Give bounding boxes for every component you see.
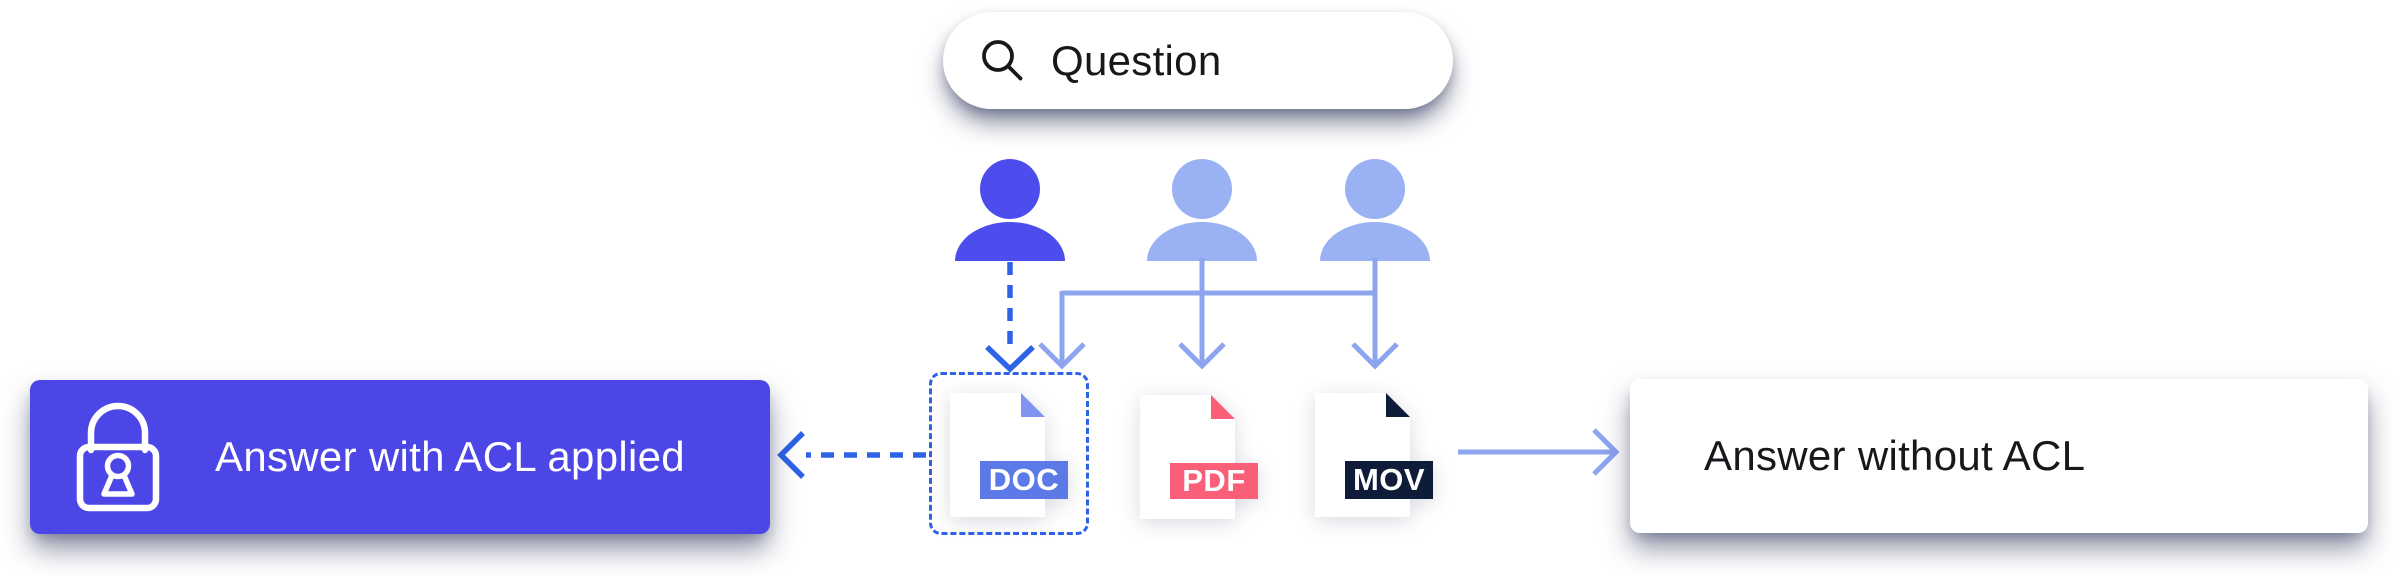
file-doc: DOC: [950, 393, 1068, 517]
search-input[interactable]: Question: [943, 12, 1453, 109]
lock-icon: [76, 402, 160, 512]
arrow-restricted-user-to-doc: [985, 262, 1035, 373]
file-mov: MOV: [1315, 393, 1433, 517]
user-icon: [1320, 159, 1430, 261]
user-head: [1345, 159, 1405, 219]
file-corner-fold-icon: [1021, 393, 1045, 417]
user-icon: [1147, 159, 1257, 261]
search-icon: [982, 39, 1023, 80]
answer-without-acl-label: Answer without ACL: [1704, 432, 2086, 479]
file-type-badge: PDF: [1170, 463, 1258, 499]
answer-without-acl-card: Answer without ACL: [1630, 379, 2368, 533]
user-head: [980, 159, 1040, 219]
search-placeholder: Question: [1051, 36, 1222, 84]
arrows-users-to-files: [1038, 258, 1399, 370]
arrow-doc-to-acl-answer: [777, 431, 926, 479]
file-type-badge: MOV: [1345, 461, 1433, 499]
answer-with-acl-card: Answer with ACL applied: [30, 380, 770, 534]
acl-scope-outline: [929, 372, 1089, 535]
file-corner-fold-icon: [1211, 395, 1235, 419]
file-type-badge: DOC: [980, 461, 1068, 499]
file-corner-fold-icon: [1386, 393, 1410, 417]
arrow-mov-to-open-answer: [1458, 428, 1620, 476]
answer-with-acl-label: Answer with ACL applied: [215, 433, 685, 480]
restricted-user-icon: [955, 159, 1065, 261]
file-pdf: PDF: [1140, 395, 1258, 519]
user-head: [1172, 159, 1232, 219]
